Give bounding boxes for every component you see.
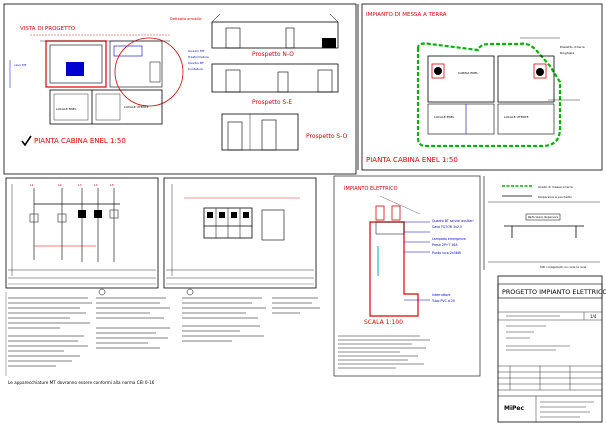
- svg-text:Contatore: Contatore: [188, 67, 203, 71]
- svg-text:Interruttore: Interruttore: [432, 293, 450, 297]
- panel-front-view-panel: [163, 177, 317, 289]
- svg-text:Tubo PVC d.20: Tubo PVC d.20: [431, 299, 455, 303]
- elevation-label-se: Prospetto S-E: [252, 99, 292, 106]
- svg-text:Cavo FG7OR 3x2.5: Cavo FG7OR 3x2.5: [432, 225, 462, 229]
- svg-text:Dettaglio armadio: Dettaglio armadio: [170, 17, 202, 21]
- grounding-plan-panel: IMPIANTO DI MESSA A TERRA CABINA ENEL LO…: [361, 3, 603, 171]
- svg-text:cavo MT: cavo MT: [14, 63, 27, 67]
- svg-text:Presa 2P+T 16A: Presa 2P+T 16A: [432, 243, 458, 247]
- svg-text:L5: L5: [110, 183, 114, 187]
- svg-text:L1: L1: [30, 183, 34, 187]
- svg-text:Particolare dispersore: Particolare dispersore: [528, 215, 559, 219]
- ground-plan-heading: VISTA DI PROGETTO: [20, 26, 76, 32]
- svg-text:Punto luce 2x36W: Punto luce 2x36W: [432, 251, 462, 255]
- electrical-plan-panel: IMPIANTO ELETTRICO Quadro BT servizi aus…: [333, 175, 481, 377]
- svg-text:L3: L3: [78, 183, 82, 187]
- footer-note: Le apparecchiature MT dovranno essere co…: [8, 380, 155, 385]
- ground-plan-title: PIANTA CABINA ENEL 1:50: [34, 137, 126, 145]
- svg-text:L2: L2: [58, 183, 62, 187]
- sheet-number: 1/4: [590, 314, 597, 319]
- svg-text:Quadro BT: Quadro BT: [188, 61, 204, 65]
- notes-block: Le apparecchiature MT dovranno essere co…: [5, 288, 320, 385]
- title-block: PROGETTO IMPIANTO ELETTRICO 1/4 MiPec: [497, 275, 606, 423]
- electrical-heading: IMPIANTO ELETTRICO: [344, 186, 398, 192]
- svg-text:Trasformatore: Trasformatore: [187, 55, 209, 59]
- svg-text:Ringhiera: Ringhiera: [560, 51, 575, 55]
- svg-text:CABINA ENEL: CABINA ENEL: [458, 71, 478, 75]
- svg-text:Quadro MT: Quadro MT: [188, 49, 205, 53]
- svg-text:LOCALE ENEL: LOCALE ENEL: [434, 115, 455, 119]
- title-block-logo: MiPec: [504, 405, 524, 412]
- single-line-diagram-panel: L1 L2 L3 L4 L5: [5, 177, 159, 289]
- electrical-scale: SCALA 1:100: [364, 319, 403, 326]
- legend-row-spike: Dispersore a picchetto: [538, 195, 572, 199]
- svg-text:Quadro BT servizi ausiliari: Quadro BT servizi ausiliari: [432, 219, 474, 223]
- room-label-utente: LOCALE UTENTE: [124, 105, 149, 109]
- room-label-enel: LOCALE ENEL: [56, 107, 77, 111]
- elevation-label-so: Prospetto S-O: [306, 133, 348, 140]
- elevation-label-no: Prospetto N-O: [252, 51, 294, 58]
- title-block-title: PROGETTO IMPIANTO ELETTRICO: [502, 288, 606, 296]
- legend-panel: Anello di messa a terra Dispersore a pic…: [483, 176, 600, 270]
- grounding-heading: IMPIANTO DI MESSA A TERRA: [366, 12, 447, 18]
- elevations-group: Prospetto N-O Prospetto S-E Prospetto S-…: [211, 13, 348, 151]
- svg-text:Pozzetto di terra: Pozzetto di terra: [560, 45, 585, 49]
- grounding-plan-title: PIANTA CABINA ENEL 1:50: [366, 156, 458, 164]
- svg-text:LOCALE UTENTE: LOCALE UTENTE: [504, 115, 529, 119]
- ground-floor-plan-panel: VISTA DI PROGETTO Dettaglio armadio Quad…: [3, 3, 357, 175]
- svg-text:Lampada emergenza: Lampada emergenza: [432, 237, 466, 241]
- svg-text:L4: L4: [94, 183, 98, 187]
- legend-row-ring: Anello di messa a terra: [538, 185, 573, 189]
- svg-text:Tutti i collegamenti con corda: Tutti i collegamenti con corda Cu nuda: [540, 266, 587, 269]
- checkmark-icon: [21, 135, 32, 147]
